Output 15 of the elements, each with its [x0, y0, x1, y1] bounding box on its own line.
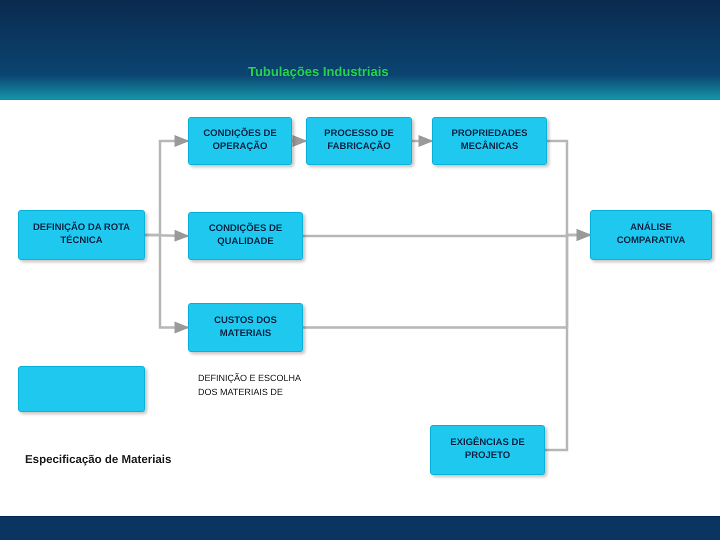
connector-arrow [412, 135, 434, 147]
process-box: CONDIÇÕES DE QUALIDADE [188, 212, 303, 260]
connector-arrow [145, 234, 190, 334]
process-box: PROCESSO DE FABRICAÇÃO [306, 117, 412, 165]
note-text: DEFINIÇÃO E ESCOLHA DOS MATERIAIS DE [198, 372, 302, 398]
empty-box [18, 366, 145, 412]
process-box: ANÁLISE COMPARATIVA [590, 210, 712, 260]
process-box: CONDIÇÕES DE OPERAÇÃO [188, 117, 292, 165]
section-label: Especificação de Materiais [25, 453, 172, 468]
process-box: CUSTOS DOS MATERIAIS [188, 303, 303, 352]
connector-arrow [292, 135, 308, 147]
process-box: DEFINIÇÃO DA ROTA TÉCNICA [18, 210, 145, 260]
process-box: PROPRIEDADES MECÂNICAS [432, 117, 547, 165]
process-box: EXIGÊNCIAS DE PROJETO [430, 425, 545, 475]
slide-title: Tubulações Industriais [248, 64, 389, 79]
